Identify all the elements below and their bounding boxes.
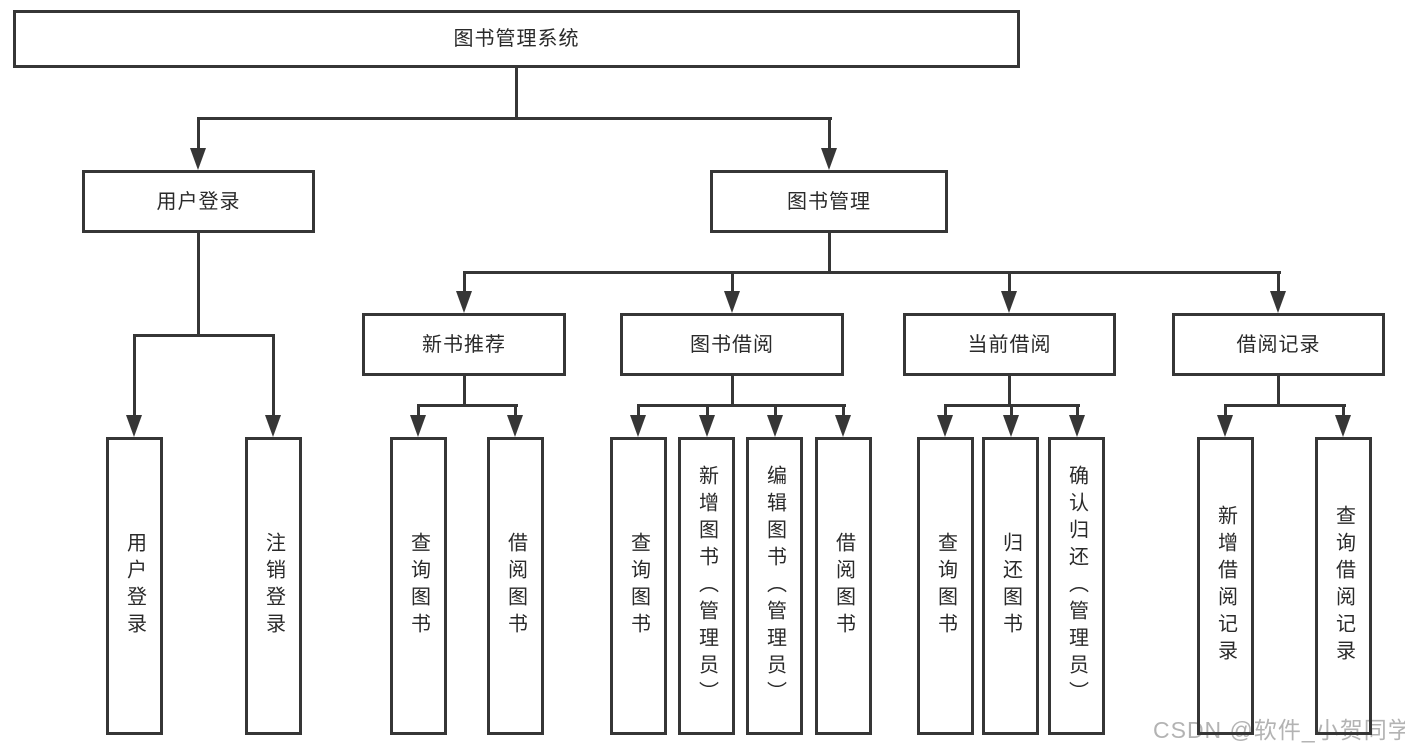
leaf-query-borrow-record: 查询借阅记录 — [1315, 437, 1372, 735]
arrow-down-icon — [1003, 415, 1019, 437]
leaf-query-books-borrow: 查询图书 — [610, 437, 667, 735]
connector-records-stem — [1277, 376, 1280, 407]
leaf-return-books: 归还图书 — [982, 437, 1039, 735]
node-library-management-system: 图书管理系统 — [13, 10, 1020, 68]
connector-records-bar — [1224, 404, 1346, 407]
leaf-logout: 注销登录 — [245, 437, 302, 735]
connector-root-drop-right — [828, 117, 831, 151]
watermark: CSDN @软件_小贺同学 — [1153, 717, 1405, 743]
leaf-confirm-return-admin: 确认归还（管理员） — [1048, 437, 1105, 735]
connector-current-drop-2 — [1010, 404, 1013, 417]
arrow-down-icon — [126, 415, 142, 437]
connector-recommend-drop-1 — [417, 404, 420, 417]
node-user-login: 用户登录 — [82, 170, 315, 233]
connector-borrow-bar — [637, 404, 846, 407]
connector-manage-drop-1 — [463, 271, 466, 293]
arrow-down-icon — [190, 148, 206, 170]
connector-manage-stem — [828, 233, 831, 273]
connector-records-drop-1 — [1224, 404, 1227, 417]
node-current-borrow: 当前借阅 — [903, 313, 1116, 376]
node-book-borrow: 图书借阅 — [620, 313, 844, 376]
connector-login-stem — [197, 233, 200, 336]
connector-recommend-drop-2 — [514, 404, 517, 417]
leaf-add-book-admin: 新增图书（管理员） — [678, 437, 735, 735]
arrow-down-icon — [835, 415, 851, 437]
arrow-down-icon — [937, 415, 953, 437]
connector-manage-bar — [463, 271, 1281, 274]
arrow-down-icon — [456, 291, 472, 313]
node-borrow-records: 借阅记录 — [1172, 313, 1385, 376]
arrow-down-icon — [821, 148, 837, 170]
arrow-down-icon — [265, 415, 281, 437]
connector-recommend-stem — [463, 376, 466, 407]
connector-current-stem — [1008, 376, 1011, 407]
arrow-down-icon — [1335, 415, 1351, 437]
leaf-add-borrow-record: 新增借阅记录 — [1197, 437, 1254, 735]
connector-borrow-drop-1 — [637, 404, 640, 417]
connector-login-drop-2 — [272, 334, 275, 416]
arrow-down-icon — [724, 291, 740, 313]
connector-manage-drop-2 — [731, 271, 734, 293]
connector-current-drop-1 — [944, 404, 947, 417]
connector-root-drop-left — [197, 117, 200, 151]
connector-records-drop-2 — [1342, 404, 1345, 417]
connector-recommend-bar — [417, 404, 518, 407]
arrow-down-icon — [767, 415, 783, 437]
connector-borrow-stem — [731, 376, 734, 407]
connector-manage-drop-4 — [1277, 271, 1280, 293]
arrow-down-icon — [1270, 291, 1286, 313]
leaf-query-books-current: 查询图书 — [917, 437, 974, 735]
arrow-down-icon — [699, 415, 715, 437]
connector-login-bar — [133, 334, 275, 337]
arrow-down-icon — [1001, 291, 1017, 313]
node-new-book-recommend: 新书推荐 — [362, 313, 566, 376]
connector-borrow-drop-4 — [842, 404, 845, 417]
connector-borrow-drop-2 — [706, 404, 709, 417]
leaf-user-login: 用户登录 — [106, 437, 163, 735]
leaf-edit-book-admin: 编辑图书（管理员） — [746, 437, 803, 735]
leaf-borrow-books-recommend: 借阅图书 — [487, 437, 544, 735]
arrow-down-icon — [507, 415, 523, 437]
node-book-management: 图书管理 — [710, 170, 948, 233]
arrow-down-icon — [410, 415, 426, 437]
connector-borrow-drop-3 — [774, 404, 777, 417]
connector-root-bar — [197, 117, 832, 120]
arrow-down-icon — [1217, 415, 1233, 437]
connector-login-drop-1 — [133, 334, 136, 416]
leaf-query-books-recommend: 查询图书 — [390, 437, 447, 735]
connector-current-drop-3 — [1076, 404, 1079, 417]
connector-root-stem — [515, 68, 518, 118]
arrow-down-icon — [630, 415, 646, 437]
arrow-down-icon — [1069, 415, 1085, 437]
leaf-borrow-books: 借阅图书 — [815, 437, 872, 735]
connector-manage-drop-3 — [1008, 271, 1011, 293]
